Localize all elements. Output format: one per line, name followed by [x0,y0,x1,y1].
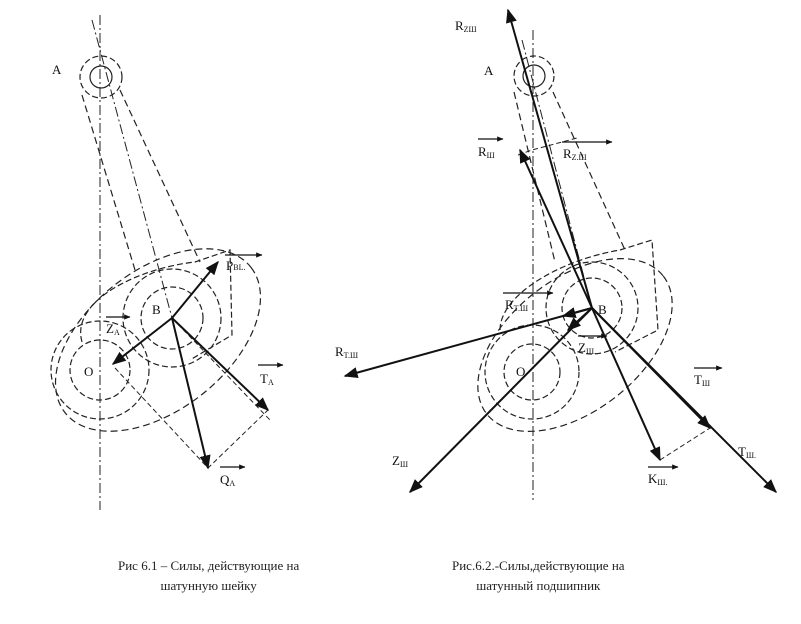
fig1-force-T [171,317,270,411]
figure-1-caption-line-1: Рис 6.1 – Силы, действующие на [118,558,300,573]
fig2-main-journal-inner [503,343,561,401]
fig1-force-Q [171,317,211,470]
fig1-rod-axis [91,19,173,319]
figure-2-labels: RZШ A RШ RZ.Ш RT.Ш B ZШ. RT.Ш O TШ ZШ KШ… [335,18,756,487]
fig1-rod-outline [81,89,201,271]
fig1-force-Z [111,317,173,365]
fig1-label-Z: ZA [106,321,120,337]
fig1-big-end-inner [140,286,204,350]
fig1-crank-web [80,249,233,361]
fig2-big-end-outer [545,261,639,355]
fig1-main-journal-inner [69,339,131,401]
fig2-label-Z-bottom: ZШ [392,453,408,469]
fig2-label-RT-left: RT.Ш [335,344,358,360]
fig2-force-Z-long [409,307,593,493]
fig2-force-T-long [591,307,777,493]
fig2-label-O: O [516,364,525,379]
figure-1-caption: Рис 6.1 – Силы, действующие на шатунную … [118,556,299,596]
fig2-label-Zsh: ZШ. [578,340,596,356]
fig2-label-RZ: RZ.Ш [563,146,587,162]
figure-1-caption-line-2: шатунную шейку [160,578,257,593]
fig2-force-RZ-long [506,8,593,309]
figure-2-caption-line-1: Рис.6.2.-Силы,действующие на [452,558,625,573]
fig1-force-P [171,260,219,319]
fig2-force-RT-long [343,307,593,379]
fig1-main-journal-outer [50,320,150,420]
figure-1-labels: A B O PBL. ZA TA QA [52,62,274,488]
figure-1 [50,15,284,510]
fig2-label-RT: RT.Ш [505,297,528,313]
fig2-crank-web [499,239,659,353]
fig2-force-K [591,307,661,462]
fig2-label-B: B [598,302,607,317]
fig2-small-end-outer [513,55,555,97]
fig2-rod-outline [513,91,626,263]
fig1-small-end-inner [89,65,113,89]
fig1-crank-ellipse [54,248,262,432]
fig1-label-Q: QA [220,472,235,488]
fig1-label-B: B [152,302,161,317]
fig1-label-T: TA [260,371,274,387]
fig2-label-R-sh: RШ [478,144,495,160]
fig2-crank-ellipse [477,258,673,432]
fig2-main-journal-outer [484,324,580,420]
fig2-force-R-sh [519,148,593,309]
figure-2 [343,8,777,500]
fig1-label-P: PBL. [226,258,245,273]
figure-2-caption: Рис.6.2.-Силы,действующие на шатунный по… [452,556,625,596]
fig2-label-K: KШ. [648,471,667,487]
fig1-label-O: O [84,364,93,379]
fig2-label-Tsh: TШ [694,372,710,388]
figure-2-caption-line-2: шатунный подшипник [476,578,601,593]
fig2-label-A: A [484,63,494,78]
fig2-label-T-right: TШ. [738,444,756,460]
fig1-construction-lines [114,317,271,469]
fig1-small-end-outer [79,55,123,99]
fig1-big-end-outer [122,268,222,368]
fig2-label-RZ-top: RZШ [455,18,477,34]
fig2-small-end-inner [522,64,546,88]
fig1-label-A: A [52,62,62,77]
